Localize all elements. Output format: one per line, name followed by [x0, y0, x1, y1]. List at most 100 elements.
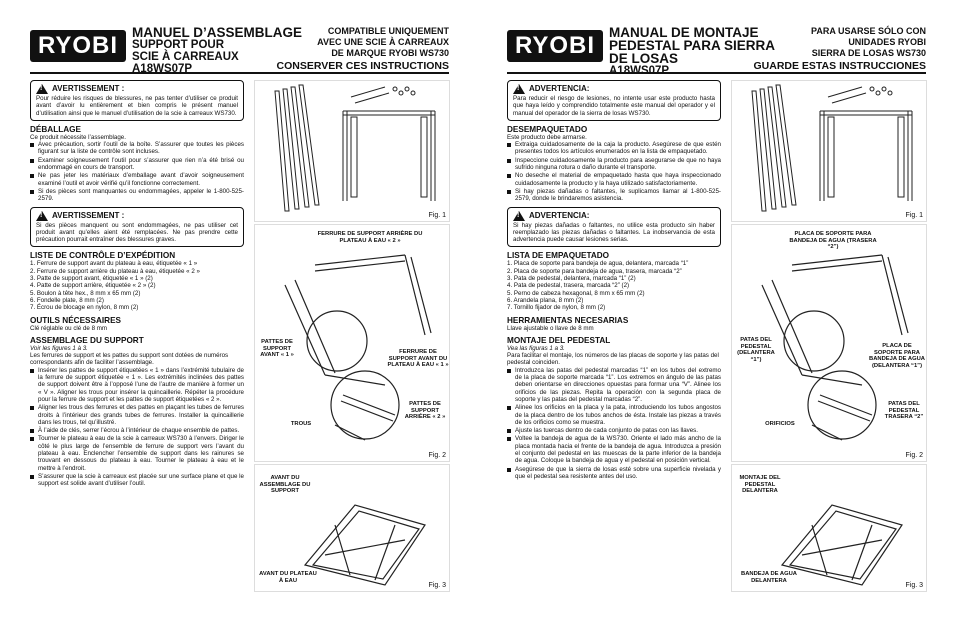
list-item: 6. Fondelle plate, 8 mm (2)	[30, 296, 104, 304]
list-item: Extraiga cuidadosamente de la caja la pr…	[507, 141, 721, 156]
section-heading: LISTA DE EMPAQUETADO	[507, 251, 610, 261]
callout-holes: TROUS	[290, 421, 312, 427]
spanish-page: RYOBI MANUAL DE MONTAJE PEDESTAL PARA SI…	[477, 0, 954, 618]
checklist: 1. Placa de soporte para bandeja de agua…	[507, 260, 721, 311]
section-heading: DESEMPAQUETADO	[507, 124, 588, 134]
callout-rear-bracket: FERRURE DE SUPPORT ARRIÈRE DU PLATEAU À …	[317, 231, 423, 244]
list-item: 4. Patte de support arrière, étiquetée «…	[30, 282, 156, 290]
warning-box: ADVERTENCIA: Si hay piezas dañadas o fal…	[507, 206, 721, 248]
text-column: AVERTISSEMENT : Pour réduire les risques…	[30, 80, 244, 488]
ryobi-logo: RYOBI	[30, 30, 126, 62]
list-item: Aligner les trous des ferrures et des pa…	[30, 404, 244, 426]
list-item: Insérer les pattes de support étiquetées…	[30, 367, 244, 403]
list-item: 1. Placa de soporte para bandeja de agua…	[507, 260, 689, 268]
section-heading: HERRAMIENTAS NECESARIAS	[507, 315, 629, 325]
list-item: 4. Pata de pedestal, trasera, marcada “2…	[507, 282, 630, 290]
assembly-list: Introduzca las patas del pedestal marcad…	[507, 367, 721, 480]
figure-label: Fig. 2	[905, 452, 923, 459]
list-item: Avec précaution, sortir l’outil de la bo…	[30, 141, 244, 156]
callout-rear-legs: PATTES DE SUPPORT ARRIÈRE « 2 »	[404, 401, 446, 421]
callout-front-bracket: FERRURE DE SUPPORT AVANT DU PLATEAU À EA…	[387, 349, 449, 369]
callout-holes: ORIFICIOS	[765, 421, 795, 427]
figure-label: Fig. 3	[905, 582, 923, 589]
section-heading: MONTAJE DEL PEDESTAL	[507, 335, 611, 345]
figure-label: Fig. 1	[905, 212, 923, 219]
list-item: 1. Ferrure de support avant du plateau à…	[30, 260, 198, 268]
header-title: MANUEL D’ASSEMBLAGE SUPPORT POUR SCIE À …	[132, 25, 303, 75]
checklist: 1. Ferrure de support avant du plateau à…	[30, 260, 244, 311]
assembly-illustration	[761, 254, 909, 441]
callout-rear-plate: PLACA DE SOPORTE PARA BANDEJA DE AGUA (T…	[789, 231, 877, 251]
list-item: 3. Patte de support avant, étiquetée « 1…	[30, 275, 153, 283]
header-rule	[507, 72, 926, 74]
list-item: Alinee los orificios en la placa y la pa…	[507, 404, 721, 426]
figure-3: MONTAJE DEL PEDESTAL DELANTERA BANDEJA D…	[731, 464, 927, 592]
warning-icon	[513, 210, 525, 221]
header-title: MANUAL DE MONTAJE PEDESTAL PARA SIERRA D…	[609, 25, 776, 77]
header-compat: PARA USARSE SÓLO CON UNIDADES RYOBI SIER…	[753, 26, 927, 72]
callout-tray-front: BANDEJA DE AGUA DELANTERA	[741, 571, 797, 584]
header-rule	[30, 72, 449, 74]
callout-stand-front: MONTAJE DEL PEDESTAL DELANTERA	[739, 475, 781, 495]
text-column: ADVERTENCIA: Para reducir el riesgo de l…	[507, 80, 721, 481]
callout-front-legs: PATTES DE SUPPORT AVANT « 1 »	[260, 339, 294, 359]
figures-column: Fig. 1 PLACA DE SOPORTE PARA BANDEJA DE …	[731, 80, 927, 592]
list-item: 6. Arandela plana, 8 mm (2)	[507, 296, 584, 304]
parts-illustration	[751, 84, 913, 212]
section-heading: DÉBALLAGE	[30, 124, 81, 134]
warning-box: ADVERTENCIA: Para reducir el riesgo de l…	[507, 80, 721, 121]
section-heading: LISTE DE CONTRÔLE D’EXPÉDITION	[30, 251, 176, 261]
list-item: Si des pièces sont manquantes ou endomma…	[30, 188, 244, 203]
warning-box: AVERTISSEMENT : Si des pièces manquent o…	[30, 206, 244, 248]
french-page: RYOBI MANUEL D’ASSEMBLAGE SUPPORT POUR S…	[0, 0, 477, 618]
list-item: 2. Placa de soporte para bandeja de agua…	[507, 267, 682, 275]
ryobi-logo: RYOBI	[507, 30, 603, 62]
list-item: À l’aide de clés, serrer l’écrou à l’int…	[30, 427, 244, 434]
list-item: Tourner le plateau à eau de la scie à ca…	[30, 435, 244, 472]
list-item: 7. Tornillo fijador de nylon, 8 mm (2)	[507, 304, 606, 312]
figure-1: Fig. 1	[254, 80, 450, 222]
unpack-list: Avec précaution, sortir l’outil de la bo…	[30, 141, 244, 202]
list-item: No deseche el material de empaquetado ha…	[507, 172, 721, 187]
list-item: 2. Ferrure de support arrière du plateau…	[30, 267, 200, 275]
figure-2: PLACA DE SOPORTE PARA BANDEJA DE AGUA (T…	[731, 224, 927, 462]
figures-column: Fig. 1 FERRURE DE SUPPORT ARRIÈRE DU PLA…	[254, 80, 450, 592]
section-heading: ASSEMBLAGE DU SUPPORT	[30, 335, 144, 345]
assembly-illustration	[284, 254, 432, 441]
figure-1: Fig. 1	[731, 80, 927, 222]
callout-rear-legs: PATAS DEL PEDESTAL TRASERA “2”	[884, 401, 924, 421]
warning-icon	[513, 84, 525, 94]
figure-label: Fig. 1	[428, 212, 446, 219]
figure-label: Fig. 2	[428, 452, 446, 459]
list-item: Si hay piezas dañadas o faltantes, le su…	[507, 188, 721, 203]
list-item: Inspeccione cuidadosamente la producto p…	[507, 157, 721, 172]
list-item: Introduzca las patas del pedestal marcad…	[507, 367, 721, 403]
header-compat: COMPATIBLE UNIQUEMENT AVEC UNE SCIE À CA…	[276, 26, 450, 72]
figure-3: AVANT DU ASSEMBLAGE DU SUPPORT AVANT DU …	[254, 464, 450, 592]
tray-illustration	[780, 504, 903, 586]
callout-front-legs: PATAS DEL PEDESTAL (DELANTERA “1”)	[737, 337, 775, 363]
parts-illustration	[274, 84, 436, 212]
figure-label: Fig. 3	[428, 582, 446, 589]
callout-tray-front: AVANT DU PLATEAU À EAU	[259, 571, 317, 584]
callout-front-plate: PLACA DE SOPORTE PARA BANDEJA DE AGUA (D…	[869, 343, 925, 369]
unpack-list: Extraiga cuidadosamente de la caja la pr…	[507, 141, 721, 202]
list-item: 3. Pata de pedestal, delantera, marcada …	[507, 275, 636, 283]
list-item: Ne pas jeter les matériaux d’emballage a…	[30, 172, 244, 187]
list-item: Examiner soigneusement l’outil pour s’as…	[30, 157, 244, 172]
list-item: Voltee la bandeja de agua de la WS730. O…	[507, 435, 721, 464]
callout-stand-front: AVANT DU ASSEMBLAGE DU SUPPORT	[259, 475, 311, 495]
section-heading: OUTILS NÉCESSAIRES	[30, 315, 121, 325]
tray-illustration	[303, 504, 426, 586]
list-item: Ajuste las tuercas dentro de cada conjun…	[507, 427, 721, 434]
list-item: 5. Perno de cabeza hexagonal, 8 mm x 65 …	[507, 289, 645, 297]
warning-icon	[36, 210, 48, 221]
list-item: 7. Écrou de blocage en nylon, 8 mm (2)	[30, 304, 139, 312]
assembly-list: Insérer les pattes de support étiquetées…	[30, 367, 244, 488]
warning-icon	[36, 84, 48, 94]
list-item: S’assurer que la scie à carreaux est pla…	[30, 473, 244, 488]
figure-2: FERRURE DE SUPPORT ARRIÈRE DU PLATEAU À …	[254, 224, 450, 462]
warning-box: AVERTISSEMENT : Pour réduire les risques…	[30, 80, 244, 121]
list-item: Asegúrese de que la sierra de losas esté…	[507, 466, 721, 481]
list-item: 5. Boulon à tête hex., 8 mm x 65 mm (2)	[30, 289, 141, 297]
